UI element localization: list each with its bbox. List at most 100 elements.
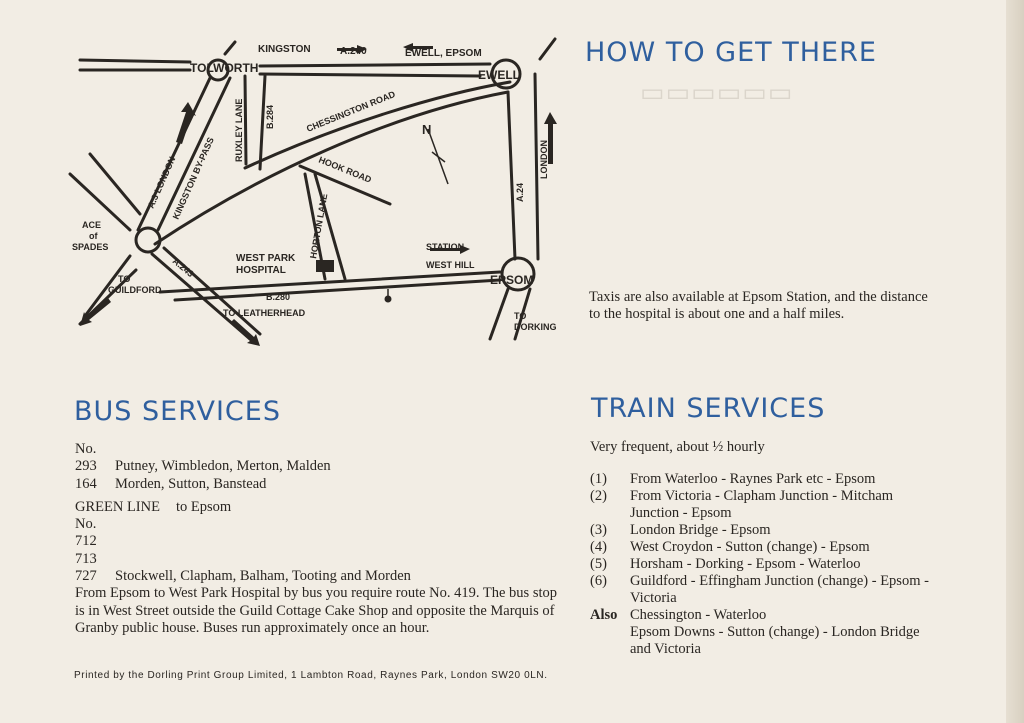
arrow-north-a3-icon	[176, 102, 196, 144]
green-line-dest: to Epsom	[175, 498, 232, 515]
location-map: KINGSTON A.240 EWELL, EPSOM TOLWORTH EWE…	[68, 37, 557, 346]
heading-bus-services: BUS SERVICES	[74, 396, 281, 427]
green-line-label: GREEN LINE	[75, 498, 160, 515]
road-a240-upper	[258, 62, 492, 68]
ace-of-spades-roundabout	[134, 226, 162, 254]
printer-credit: Printed by the Dorling Print Group Limit…	[74, 670, 548, 681]
map-label-b284: B.284	[265, 105, 275, 129]
bus-route-number: 164	[75, 475, 97, 492]
road-chessington-south	[153, 90, 510, 246]
train-item: (6) Guildford - Effingham Junction (chang…	[590, 573, 940, 607]
road-a240-lower	[258, 72, 482, 78]
train-also-text: Chessington - Waterloo	[630, 607, 767, 623]
train-item-text: From Victoria - Clapham Junction - Mitch…	[630, 488, 894, 521]
road-a3-north	[223, 40, 237, 56]
epsom-roundabout	[500, 256, 536, 292]
bus-route: 293 Putney, Wimbledon, Merton, Malden	[75, 458, 565, 475]
church-marker-icon	[384, 295, 392, 303]
map-label-tolworth: TOLWORTH	[190, 61, 258, 75]
road-a243-2	[162, 246, 262, 336]
train-item-mark: (5)	[590, 556, 607, 572]
map-label-to-dorking-2: DORKING	[514, 322, 557, 332]
green-route: 713	[75, 551, 565, 568]
bus-route-dest: Putney, Wimbledon, Merton, Malden	[115, 458, 331, 475]
road-west-hill	[158, 270, 502, 294]
map-label-hook-road: HOOK ROAD	[317, 155, 373, 185]
road-chessington	[243, 80, 512, 170]
map-label-a243: A.243	[171, 256, 196, 279]
page-spine	[1006, 0, 1024, 723]
map-label-b280: B.280	[266, 292, 290, 302]
road-b284	[258, 74, 267, 171]
train-item: (1) From Waterloo - Raynes Park etc - Eps…	[590, 471, 940, 488]
map-label-to-guildford-1: TO	[118, 274, 130, 284]
train-item-mark: (6)	[590, 573, 607, 589]
train-also-label: Also	[590, 607, 618, 623]
train-item: (2) From Victoria - Clapham Junction - Mi…	[590, 488, 940, 522]
road-a24	[506, 90, 517, 261]
train-item-mark: (2)	[590, 488, 607, 504]
map-label-west-park: WEST PARK	[236, 253, 296, 264]
train-item-mark: (1)	[590, 471, 607, 487]
bus-services-section: No. 293 Putney, Wimbledon, Merton, Malden…	[75, 441, 565, 637]
road-a24-east	[533, 72, 540, 261]
train-also-item: Epsom Downs - Sutton (change) - London B…	[590, 624, 940, 658]
train-item-text: From Waterloo - Raynes Park etc - Epsom	[630, 471, 876, 487]
map-label-to-guildford-2: GUILDFORD	[108, 285, 162, 295]
train-item-text: Guildford - Effingham Junction (change) …	[630, 573, 929, 606]
road-a3-london	[136, 76, 212, 232]
map-label-kingston: KINGSTON	[258, 44, 311, 55]
tolworth-roundabout	[206, 58, 230, 82]
green-route-dest: Stockwell, Clapham, Balham, Tooting and …	[115, 568, 411, 585]
map-label-ruxley-lane: RUXLEY LANE	[234, 99, 244, 162]
arrow-a240-icon	[337, 45, 367, 54]
train-services-section: Very frequent, about ½ hourly (1) From Wa…	[590, 439, 940, 658]
arrow-guildford-icon	[80, 298, 111, 326]
heading-train-services: TRAIN SERVICES	[591, 393, 826, 424]
green-route-number: 713	[75, 550, 97, 567]
map-label-to-dorking-1: TO	[514, 311, 526, 321]
map-label-ace: ACE	[82, 220, 101, 230]
road-ruxley-lane	[243, 74, 248, 166]
map-label-of: of	[89, 231, 98, 241]
bus-route-dest: Morden, Sutton, Banstead	[115, 475, 267, 492]
map-label-a24: A.24	[515, 183, 525, 202]
road-a24-north	[538, 37, 557, 61]
road-kingston-bypass	[156, 76, 232, 232]
train-item: (4) West Croydon - Sutton (change) - Epso…	[590, 539, 940, 556]
taxi-info: Taxis are also available at Epsom Statio…	[589, 289, 928, 322]
map-label-hospital: HOSPITAL	[236, 265, 286, 276]
train-item-mark: (4)	[590, 539, 607, 555]
train-item-text: London Bridge - Epsom	[630, 522, 771, 538]
road-tolworth-west-upper	[78, 58, 192, 64]
bus-no-label: No.	[75, 441, 97, 457]
train-item-mark: (3)	[590, 522, 607, 538]
green-route: 712	[75, 533, 565, 550]
map-label-a240: A.240	[340, 46, 367, 57]
arrow-ewell-icon	[403, 43, 433, 52]
show-through-text: ▭▭▭▭▭▭	[640, 78, 794, 107]
map-label-london: LONDON	[539, 140, 549, 179]
bus-route-number: 293	[75, 458, 97, 475]
map-label-spades: SPADES	[72, 242, 108, 252]
train-item: (3) London Bridge - Epsom	[590, 522, 940, 539]
arrow-north-a24-icon	[544, 112, 557, 164]
road-b280	[173, 278, 502, 302]
train-intro: Very frequent, about ½ hourly	[590, 439, 765, 455]
train-item-text: West Croydon - Sutton (change) - Epsom	[630, 539, 870, 555]
map-label-ewell: EWELL	[478, 68, 520, 82]
road-horton-lane-2	[313, 172, 347, 281]
ewell-roundabout	[490, 58, 522, 90]
map-label-north: N	[422, 122, 431, 137]
bus-route: 164 Morden, Sutton, Banstead	[75, 476, 565, 493]
arrow-leatherhead-icon	[230, 319, 260, 346]
map-label-ewell-epsom: EWELL, EPSOM	[405, 48, 482, 59]
green-route-number: 712	[75, 533, 97, 550]
hospital-marker-icon	[316, 260, 334, 272]
train-also-item: Also Chessington - Waterloo	[590, 607, 940, 624]
green-route-number: 727	[75, 568, 97, 585]
bus-note: From Epsom to West Park Hospital by bus …	[75, 585, 557, 636]
green-line-row: GREEN LINE to Epsom	[75, 499, 565, 516]
arrow-station-icon	[430, 245, 470, 254]
